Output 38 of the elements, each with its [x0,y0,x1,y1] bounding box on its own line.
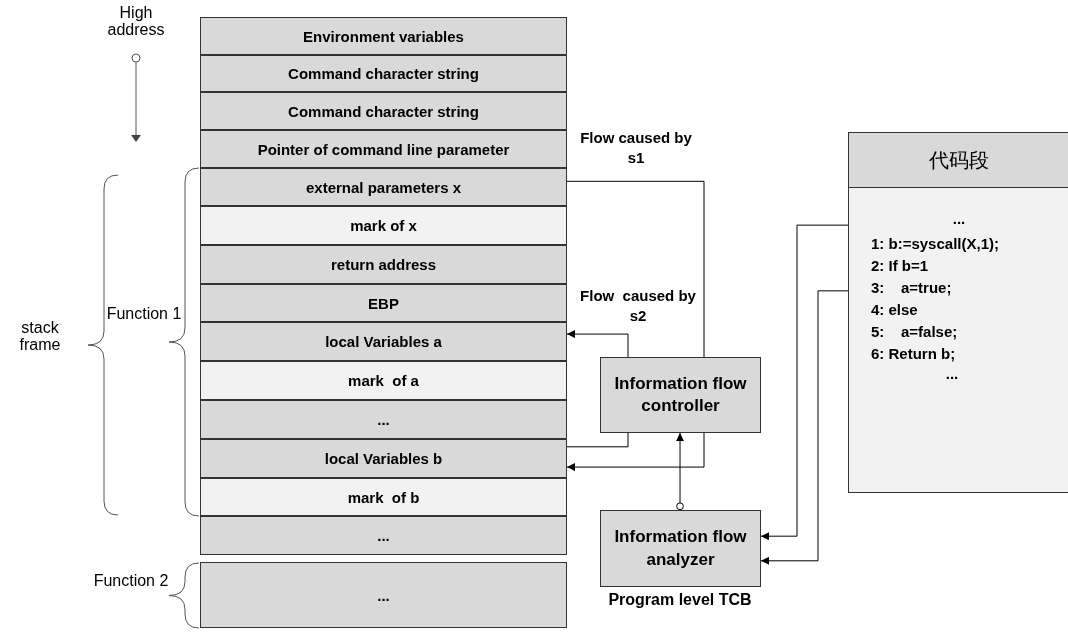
stack-cell: Command character string [200,92,567,130]
stack-cell: EBP [200,284,567,322]
stack-cell: Command character string [200,55,567,92]
brace-label: Function 2 [92,573,170,590]
stack-cell: Pointer of command line parameter [200,130,567,168]
brace-label: stack frame [18,320,62,354]
panel-title: 代码段 [849,133,1068,188]
stack-cell: ... [200,562,567,628]
connector-line [566,432,629,448]
stack-cell: local Variables b [200,439,567,478]
stack-cell: external parameters x [200,168,567,206]
stack-cell: Environment variables [200,17,567,55]
code-line: 4: else [870,300,919,320]
stack-cell: return address [200,245,567,284]
arrow [676,432,684,511]
code-line: 5: a=false; [870,322,959,342]
arrow [760,224,849,541]
code-line: 2: If b=1 [870,256,930,276]
stack-cell: mark of b [200,478,567,516]
ellipsis-text: ... [951,210,967,227]
code-line: 3: a=true; [870,278,953,298]
process-box: Information flow analyzer [600,510,761,587]
axis-label: High address [106,5,166,39]
ellipsis-text: ... [944,365,960,382]
arrow [566,330,629,358]
arrow [566,432,705,472]
connector-line [566,180,705,358]
stack-cell: local Variables a [200,322,567,361]
stack-cell: mark of x [200,206,567,245]
code-line: 1: b:=syscall(X,1); [870,234,1000,254]
stack-cell: ... [200,400,567,439]
code-line: 6: Return b; [870,344,957,364]
stack-cell: mark of a [200,361,567,400]
process-box: Information flow controller [600,357,761,433]
arrow [760,290,849,565]
stack-cell: ... [200,516,567,555]
brace-label: Function 1 [105,306,183,323]
code-panel [848,132,1068,493]
